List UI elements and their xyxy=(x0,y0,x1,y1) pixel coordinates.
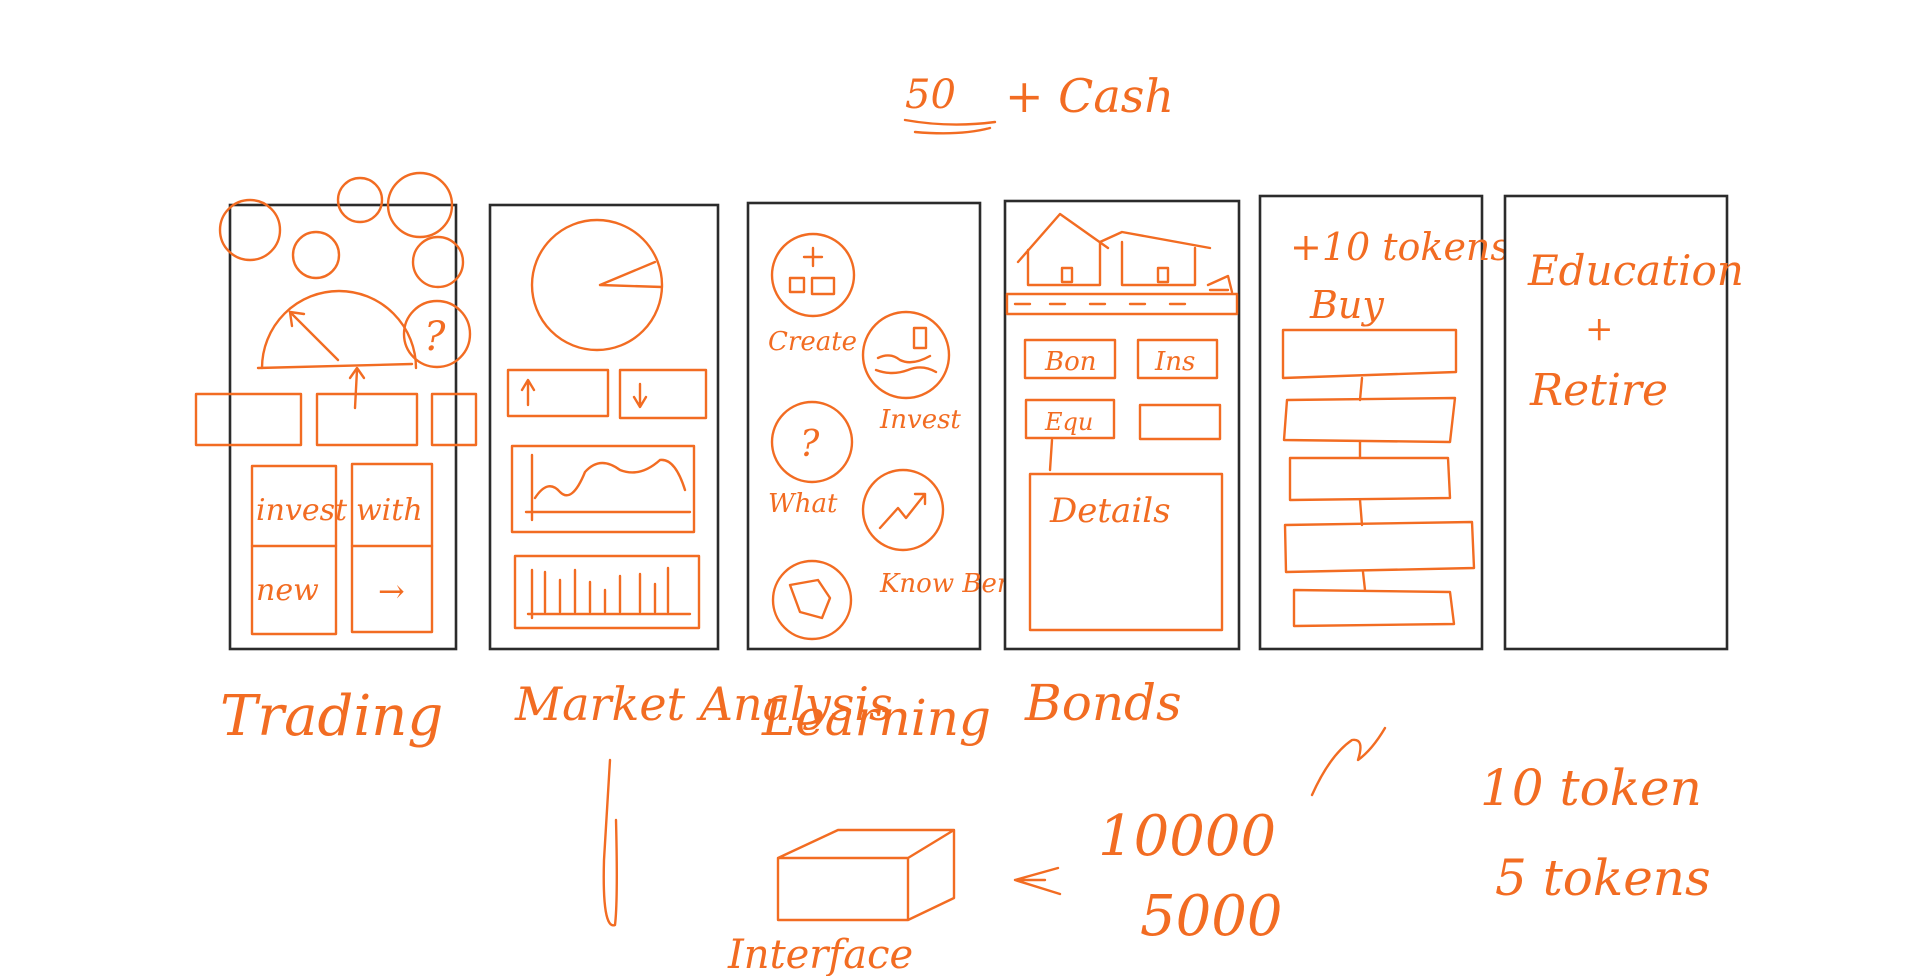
grid-cell-invest[interactable]: invest xyxy=(256,493,348,528)
up-button[interactable] xyxy=(506,368,610,418)
number-10000: 10000 xyxy=(1098,804,1276,869)
bonds-button-equ[interactable]: Equ xyxy=(1044,408,1093,436)
details-panel xyxy=(1028,472,1224,632)
pie-chart-icon xyxy=(530,218,664,352)
bar-chart-panel xyxy=(513,554,701,630)
bike-icon xyxy=(1206,274,1234,294)
create-icon[interactable] xyxy=(770,232,856,318)
bottom-notes: Interface 10000 5000 10 token 5 tokens xyxy=(727,726,1711,976)
interface-label: Interface xyxy=(727,932,913,976)
line-chart-panel xyxy=(510,444,696,534)
learning-item-what[interactable]: What xyxy=(768,489,838,519)
trade-option-button[interactable] xyxy=(194,392,303,447)
header-plus-cash: + Cash xyxy=(1005,69,1174,123)
token-note-10: 10 token xyxy=(1480,759,1702,817)
insurance-type-button[interactable] xyxy=(1136,338,1219,380)
bonds-button-ins[interactable]: Ins xyxy=(1154,347,1195,377)
buy-option-button[interactable] xyxy=(1283,520,1476,574)
phone-frame-market xyxy=(488,203,720,651)
house-icon xyxy=(1098,230,1212,287)
learning-item-create[interactable]: Create xyxy=(768,327,857,357)
screen-education: Education + Retire xyxy=(1503,194,1744,651)
trade-option-button[interactable] xyxy=(315,392,419,447)
help-question-mark: ? xyxy=(424,314,446,360)
house-icon xyxy=(1016,212,1110,287)
phone-frame-learning xyxy=(746,201,982,651)
number-5000: 5000 xyxy=(1140,884,1283,949)
tilde-mark xyxy=(1310,726,1387,797)
grid-column xyxy=(350,462,434,634)
phone-frame-education xyxy=(1503,194,1729,651)
bubble-icon xyxy=(411,235,465,289)
down-button[interactable] xyxy=(618,368,708,420)
details-panel-title: Details xyxy=(1049,491,1171,531)
buy-option-button[interactable] xyxy=(1281,328,1458,380)
arrow-left-icon xyxy=(1013,866,1062,896)
buy-option-button[interactable] xyxy=(1282,396,1457,444)
screen-tokens: +10 tokens Buy xyxy=(1258,194,1510,651)
bond-type-button[interactable] xyxy=(1023,338,1117,380)
header-note: 50 + Cash xyxy=(903,69,1174,135)
grid-cell-arrow[interactable]: → xyxy=(378,572,405,610)
gauge-icon xyxy=(260,289,418,370)
screen-market-analysis: Market Analysis xyxy=(488,203,893,927)
header-underline xyxy=(903,118,997,126)
phone-frame-tokens xyxy=(1258,194,1484,651)
grid-cell-with[interactable]: with xyxy=(356,493,423,528)
token-note-5: 5 tokens xyxy=(1495,849,1711,907)
screen-label-market: Market Analysis xyxy=(514,677,893,731)
bonds-button-bon[interactable]: Bon xyxy=(1044,347,1097,377)
screen-label-trading: Trading xyxy=(220,684,443,749)
equity-type-button[interactable] xyxy=(1024,398,1116,440)
tokens-note: +10 tokens xyxy=(1290,225,1510,269)
interface-box-icon xyxy=(776,828,956,922)
what-question-mark: ? xyxy=(800,424,820,465)
screen-label-bonds: Bonds xyxy=(1024,674,1182,732)
empty-type-button[interactable] xyxy=(1138,403,1222,441)
road-bar xyxy=(1005,292,1239,316)
bubble-icon xyxy=(291,230,341,280)
what-icon[interactable] xyxy=(770,400,854,484)
header-amount: 50 xyxy=(905,72,956,118)
grid-cell-new[interactable]: new xyxy=(256,573,319,608)
buy-option-button[interactable] xyxy=(1292,588,1456,628)
bubble-icon xyxy=(336,176,384,224)
buy-option-button[interactable] xyxy=(1288,456,1452,502)
growth-icon[interactable] xyxy=(861,468,945,552)
buy-label: Buy xyxy=(1309,283,1384,327)
invest-icon[interactable] xyxy=(861,310,951,400)
screen-trading: ? invest with new → Trading xyxy=(194,171,478,749)
benefits-icon[interactable] xyxy=(771,559,853,641)
education-title-plus: + xyxy=(1585,309,1614,349)
bubble-icon xyxy=(218,198,282,262)
education-title-line1: Education xyxy=(1527,246,1744,295)
header-underline-2 xyxy=(913,126,992,135)
help-icon[interactable] xyxy=(402,299,472,369)
screen-label-learning: Learning xyxy=(761,689,991,747)
screen-bonds: Bon Ins Equ Details Bonds xyxy=(1003,199,1241,732)
bubble-icon xyxy=(386,171,454,239)
trade-option-button[interactable] xyxy=(430,392,478,447)
learning-item-invest[interactable]: Invest xyxy=(879,405,961,435)
grid-column xyxy=(250,464,338,636)
education-title-line2: Retire xyxy=(1529,365,1668,416)
